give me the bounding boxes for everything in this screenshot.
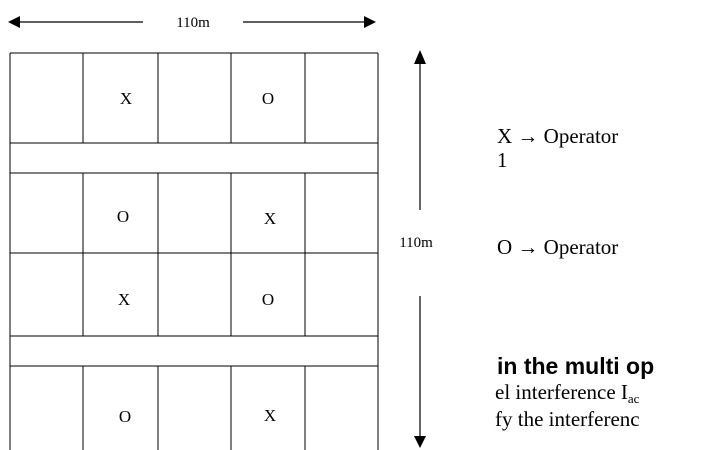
cell-mark: X [120,89,132,108]
height-dimension: 110m [399,50,433,448]
body-line-1-subscript: ac [627,391,640,406]
legend-x-line1: X → Operator [497,124,619,148]
legend-operator-o: O → Operator [497,235,619,259]
section-heading: in the multi op [497,353,655,379]
width-label: 110m [176,15,210,31]
cell-mark: O [262,89,274,108]
cell-mark: X [118,290,130,309]
legend-operator-x: X → Operator 1 [497,124,618,172]
body-line-2: fy the interferenc [495,407,640,431]
cell-mark: O [262,290,274,309]
cell-mark: O [117,207,129,226]
width-dimension: 110m [8,15,376,31]
body-line-1-text: el interference I [495,380,628,404]
legend-x-line2: 1 [497,148,508,172]
cell-mark: X [264,406,276,425]
room-grid [9,52,379,450]
body-line-1: el interference Iac [495,380,639,407]
height-label: 110m [399,235,433,251]
cell-mark: X [264,209,276,228]
cell-mark: O [119,407,131,426]
